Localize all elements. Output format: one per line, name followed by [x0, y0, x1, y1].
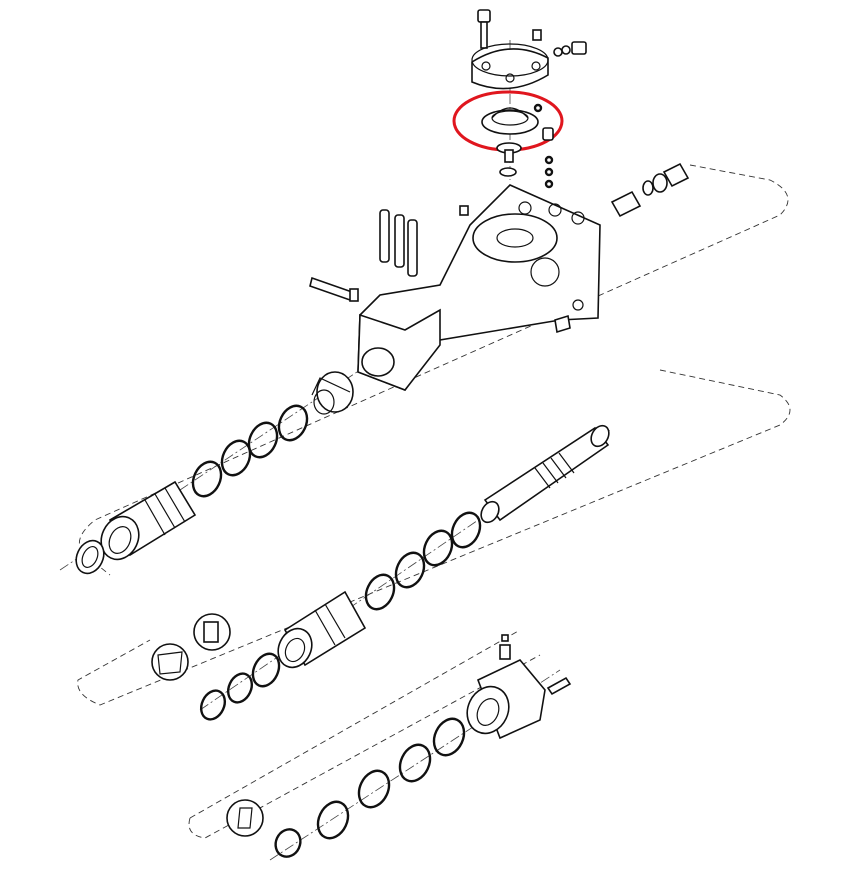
- dowel-pin: [309, 276, 359, 302]
- assembly-boundary-lower: [188, 629, 541, 839]
- o-rings-middle-left: [199, 652, 281, 721]
- assembly-boundary-middle: [77, 369, 791, 706]
- piston-upper: [100, 480, 197, 561]
- piston-middle: [277, 590, 367, 669]
- spool-shaft: [480, 424, 610, 524]
- top-cover: [471, 43, 549, 90]
- end-cap: [466, 634, 572, 740]
- seal-profile-detail: [151, 613, 264, 837]
- main-housing: [357, 184, 601, 391]
- plunger-pin: [496, 142, 522, 177]
- fitting-stack: [533, 103, 554, 189]
- guide-pins: [379, 205, 469, 277]
- bleed-fitting: [532, 29, 587, 57]
- center-axis-middle: [199, 429, 611, 711]
- cap-screw: [477, 9, 491, 49]
- diaphragm-cover: [481, 107, 539, 135]
- side-fittings: [610, 162, 690, 218]
- o-rings-upper: [191, 404, 309, 498]
- o-rings-middle: [364, 511, 482, 611]
- sleeve-bushing: [311, 371, 354, 415]
- o-rings-lower: [274, 717, 466, 858]
- seal-upper: [75, 539, 105, 575]
